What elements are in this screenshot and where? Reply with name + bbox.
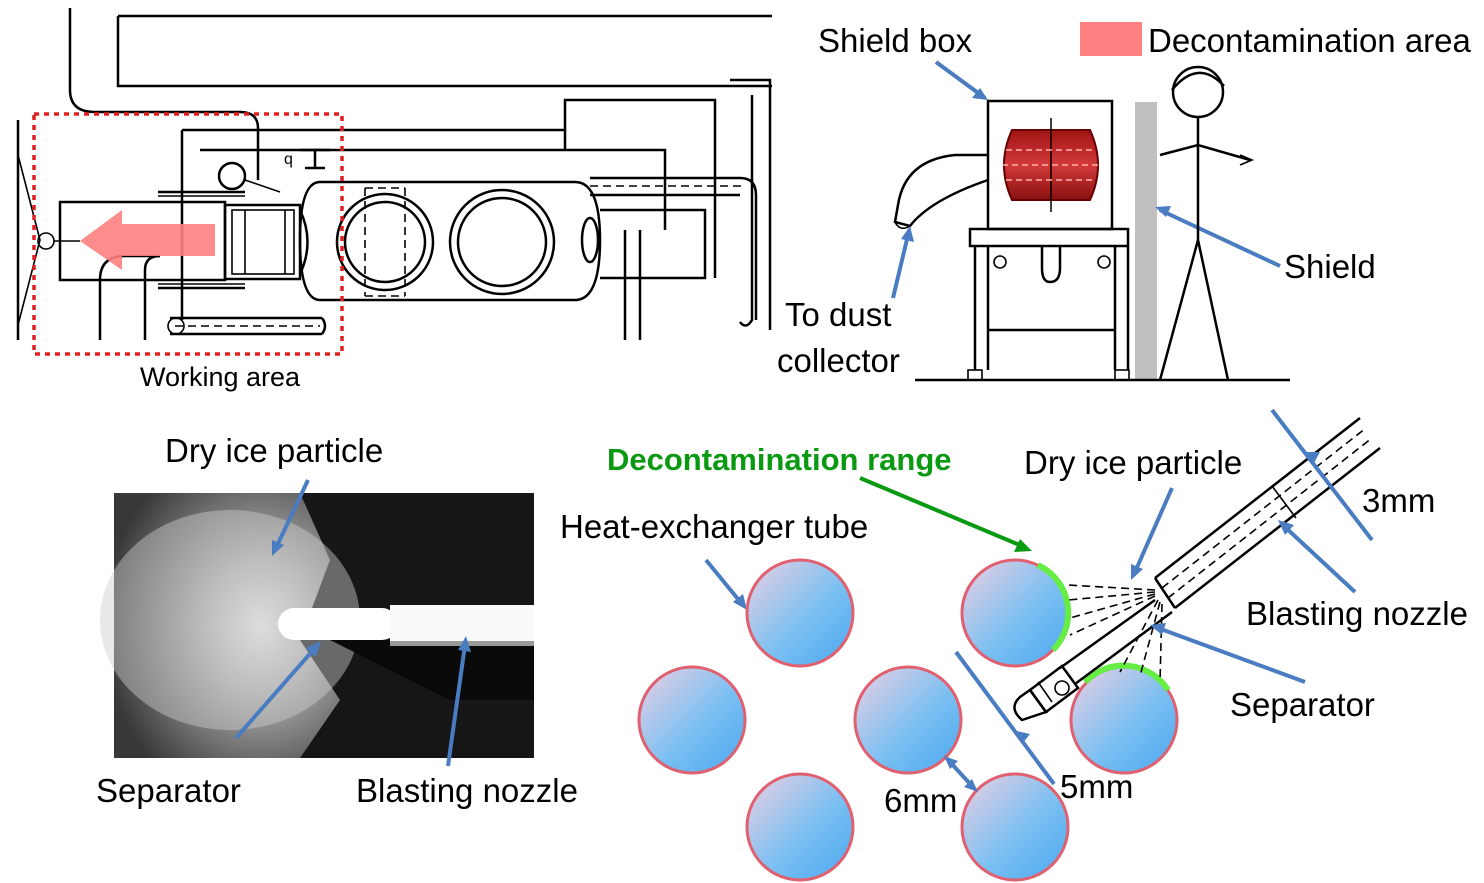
separator-photo-label: Separator	[96, 772, 241, 809]
tube-bundle-diagram: Decontamination range Heat-exchanger tub…	[560, 408, 1468, 882]
dim-3mm-label: 3mm	[1362, 482, 1435, 519]
heat-exchanger-tube	[853, 665, 963, 775]
blasting-nozzle-photo-label: Blasting nozzle	[356, 772, 578, 809]
heat-exchanger-tube	[637, 665, 747, 775]
drum-icon	[1002, 118, 1100, 212]
blasting-nozzle-diagram-label: Blasting nozzle	[1246, 595, 1468, 632]
working-area-box	[32, 112, 344, 356]
spray-photo: Dry ice particle Separator Blasting nozz…	[96, 432, 578, 809]
working-area-label: Working area	[140, 362, 301, 392]
shield-plate	[1135, 102, 1157, 380]
decontamination-range-arc	[1036, 562, 1072, 653]
separator-diagram-label: Separator	[1230, 686, 1375, 723]
decontamination-range-label: Decontamination range	[607, 442, 952, 477]
plant-schematic: q Working area	[16, 8, 772, 392]
person-icon	[1158, 65, 1255, 381]
svg-text:q: q	[284, 151, 293, 168]
legend-decontamination-area-label: Decontamination area	[1148, 22, 1472, 59]
dry-ice-particle-diagram-label: Dry ice particle	[1024, 444, 1242, 481]
decontamination-direction-arrow-icon	[80, 210, 215, 270]
dim-6mm-label: 6mm	[884, 782, 957, 819]
decontamination-range-arc	[1082, 662, 1171, 692]
heat-exchanger-tube	[745, 558, 855, 668]
legend-swatch	[1080, 22, 1142, 56]
dim-5mm-label: 5mm	[1060, 768, 1133, 805]
dry-ice-particle-photo-label: Dry ice particle	[165, 432, 383, 469]
shield-label: Shield	[1284, 248, 1376, 285]
shield-box-label: Shield box	[818, 22, 973, 59]
to-dust-collector-label-line1: To dust	[785, 296, 891, 333]
to-dust-collector-label-line2: collector	[777, 342, 900, 379]
heat-exchanger-tube-label: Heat-exchanger tube	[560, 508, 868, 545]
heat-exchanger-tube	[960, 772, 1070, 882]
shield-box-setup: Shield box Decontamination area To dust …	[777, 22, 1472, 382]
heat-exchanger-tube	[745, 772, 855, 882]
